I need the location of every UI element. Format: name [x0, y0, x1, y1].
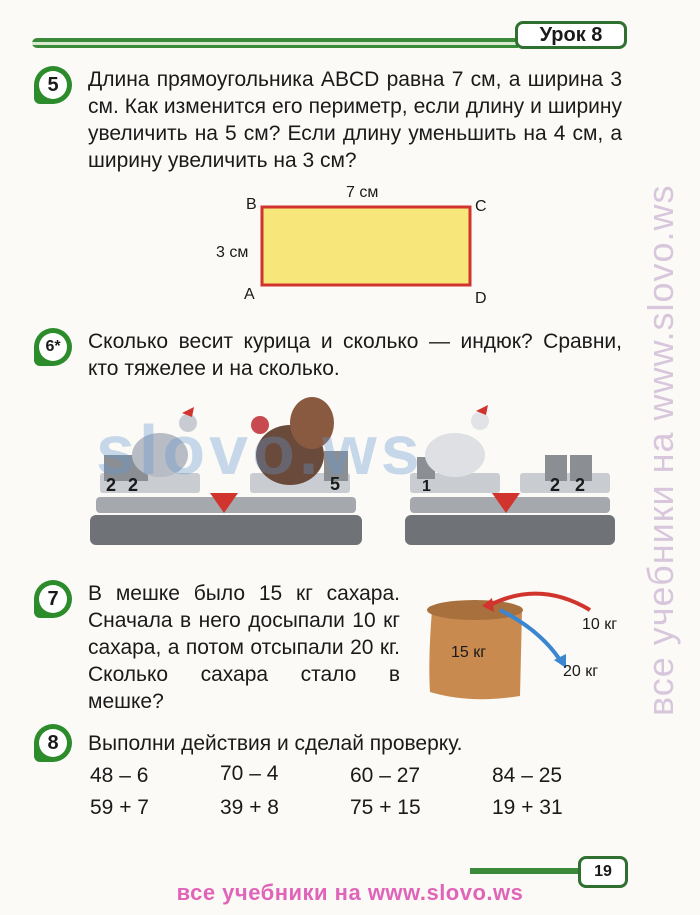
rectangle-abcd [260, 205, 472, 287]
scale1-base [90, 515, 362, 545]
task7-number: 7 [39, 585, 67, 613]
expr-1-4: 84 – 25 [492, 764, 563, 787]
task6-number: 6* [39, 333, 67, 361]
expr-1-1: 48 – 6 [90, 764, 149, 787]
task5-number: 5 [39, 71, 67, 99]
expr-1-3: 60 – 27 [350, 764, 421, 787]
task8-number-badge: 8 [34, 724, 72, 762]
task7-text: В мешке было 15 кг сахара. Сначала в нег… [88, 582, 400, 713]
task8-number: 8 [39, 729, 67, 757]
footer-bar [470, 868, 580, 874]
expr-2-1: 59 + 7 [90, 796, 149, 819]
arrow-out-label: 20 кг [563, 663, 599, 680]
side-watermark: все учебники на www.slovo.ws [640, 184, 681, 716]
task7-number-badge: 7 [34, 580, 72, 618]
task6-number-badge: 6* [34, 328, 72, 366]
scale1-weight-3: 5 [330, 474, 341, 494]
expr-2-3: 75 + 15 [350, 796, 421, 819]
scale2-base [405, 515, 615, 545]
hen-2 [425, 433, 485, 477]
vertex-c: C [475, 198, 487, 215]
arrow-out [499, 608, 562, 662]
scale1-pointer [210, 493, 238, 513]
scale2-pointer [492, 493, 520, 513]
arrow-in-label: 10 кг [582, 616, 618, 633]
expr-2-2: 39 + 8 [220, 796, 279, 819]
watermark-text: slovo.ws [96, 411, 424, 489]
rectangle-figure [260, 205, 472, 287]
vertex-b: B [246, 196, 257, 213]
scale1-weight-1: 2 [106, 475, 117, 495]
vertex-a: A [244, 286, 255, 303]
expr-2-4: 19 + 31 [492, 796, 563, 819]
scales-illustration [90, 397, 615, 545]
header-bar-highlight [32, 42, 518, 45]
sugar-bag-illustration [427, 591, 592, 700]
scale2-weight-3: 2 [575, 475, 586, 495]
footer-link[interactable]: все учебники на www.slovo.ws [176, 880, 524, 905]
hen-1 [132, 433, 188, 477]
page-number: 19 [578, 856, 628, 888]
scale1-weight-2: 2 [128, 475, 139, 495]
width-label: 3 см [216, 244, 249, 261]
vertex-d: D [475, 290, 487, 307]
scale2-weight-2: 2 [550, 475, 561, 495]
task5-number-badge: 5 [34, 66, 72, 104]
lesson-badge: Урок 8 [515, 21, 627, 49]
bag-label: 15 кг [451, 644, 487, 661]
task6-text: Сколько весит курица и сколько — индюк? … [88, 330, 622, 380]
arrow-in [489, 591, 592, 612]
task8-text: Выполни действия и сделай проверку. [88, 732, 463, 755]
length-label: 7 см [346, 184, 379, 201]
expr-1-2: 70 – 4 [220, 762, 279, 785]
scale2-weight-1: 1 [422, 478, 431, 495]
task5-text: Длина прямоугольника ABCD равна 7 см, а … [88, 68, 622, 172]
sugar-bag [429, 610, 522, 700]
